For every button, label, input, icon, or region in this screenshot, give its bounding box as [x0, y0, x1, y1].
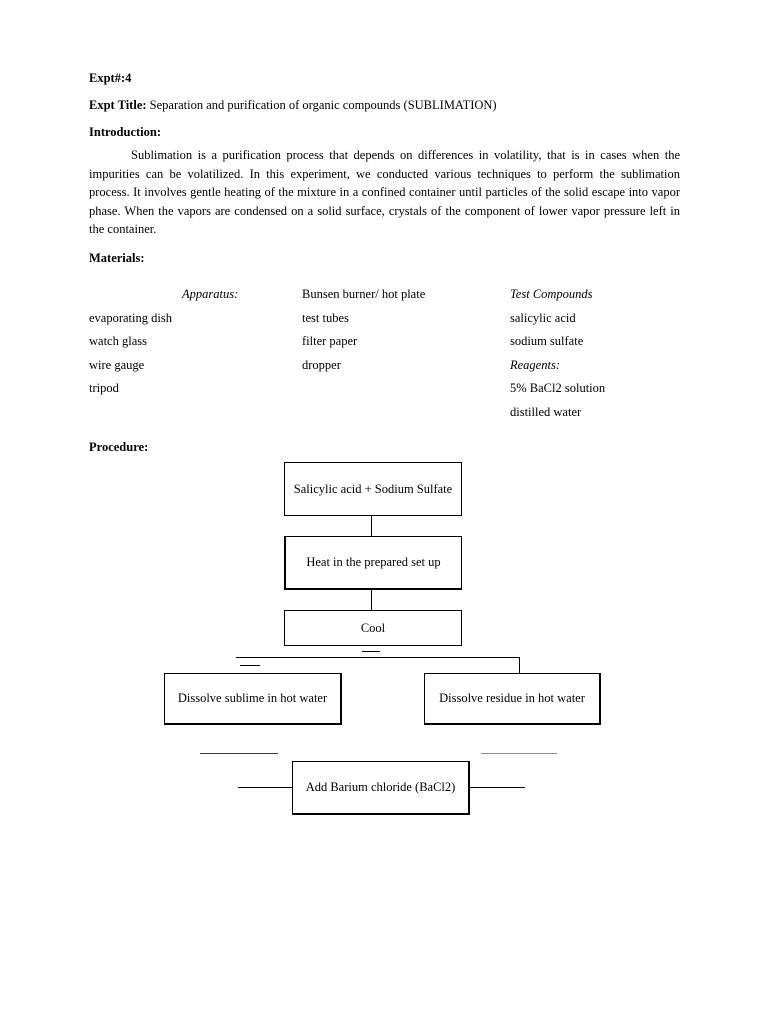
- flow-connector-split-bar: [236, 657, 520, 658]
- flow-connector-lower-right-stub: [481, 753, 557, 754]
- expt-title-value: Separation and purification of organic c…: [149, 98, 497, 112]
- flow-connector-start-to-heat: [371, 516, 372, 536]
- flow-connector-left-branch-stub: [240, 665, 260, 666]
- flow-connector-left-into-bacl2: [238, 787, 293, 788]
- flow-connector-lower-left-stub: [200, 753, 278, 754]
- flow-node-dissolve-residue: Dissolve residue in hot water: [424, 673, 601, 725]
- flow-node-heat: Heat in the prepared set up: [284, 536, 462, 590]
- test-compound-item: sodium sulfate: [510, 334, 584, 348]
- apparatus-heading: Apparatus:: [182, 287, 239, 301]
- secondary-item: test tubes: [302, 310, 349, 325]
- apparatus-item: tripod: [89, 381, 119, 395]
- secondary-item: dropper: [302, 357, 341, 372]
- apparatus-item: wire gauge: [89, 357, 145, 372]
- introduction-paragraph: Sublimation is a purification process th…: [89, 148, 680, 236]
- reagent-item: distilled water: [510, 404, 582, 419]
- document-body: Expt#:4 Expt Title: Separation and purif…: [89, 68, 680, 269]
- materials-columns: Apparatus: evaporating dish watch glass …: [89, 283, 689, 428]
- apparatus-item: watch glass: [89, 334, 147, 348]
- flow-node-add-bacl2: Add Barium chloride (BaCl2): [292, 761, 470, 815]
- materials-column-secondary: Bunsen burner/ hot plate test tubes filt…: [302, 283, 497, 377]
- flow-node-cool: Cool: [284, 610, 462, 646]
- secondary-item: filter paper: [302, 334, 358, 348]
- flow-connector-right-branch-drop: [519, 657, 520, 674]
- expt-title-row: Expt Title: Separation and purification …: [89, 95, 680, 116]
- reagent-item: 5% BaCl2 solution: [510, 381, 606, 395]
- expt-number-row: Expt#:4: [89, 68, 680, 89]
- flow-connector-heat-to-cool: [371, 590, 372, 610]
- materials-heading: Materials:: [89, 250, 145, 265]
- test-compound-item: salicylic acid: [510, 310, 576, 325]
- materials-column-compounds: Test Compounds salicylic acid sodium sul…: [510, 283, 700, 424]
- flow-node-dissolve-sublime: Dissolve sublime in hot water: [164, 673, 342, 725]
- flow-node-start: Salicylic acid + Sodium Sulfate: [284, 462, 462, 516]
- expt-title-label: Expt Title:: [89, 98, 147, 112]
- procedure-heading: Procedure:: [89, 440, 149, 454]
- flow-connector-right-into-bacl2: [470, 787, 525, 788]
- reagents-heading: Reagents:: [510, 357, 560, 372]
- materials-column-apparatus: Apparatus: evaporating dish watch glass …: [89, 283, 289, 401]
- test-compounds-heading: Test Compounds: [510, 287, 593, 301]
- expt-number-label: Expt#:4: [89, 71, 132, 85]
- apparatus-item: evaporating dish: [89, 310, 172, 325]
- introduction-heading: Introduction:: [89, 125, 162, 139]
- flow-connector-cool-stub: [362, 651, 380, 652]
- secondary-item: Bunsen burner/ hot plate: [302, 287, 426, 301]
